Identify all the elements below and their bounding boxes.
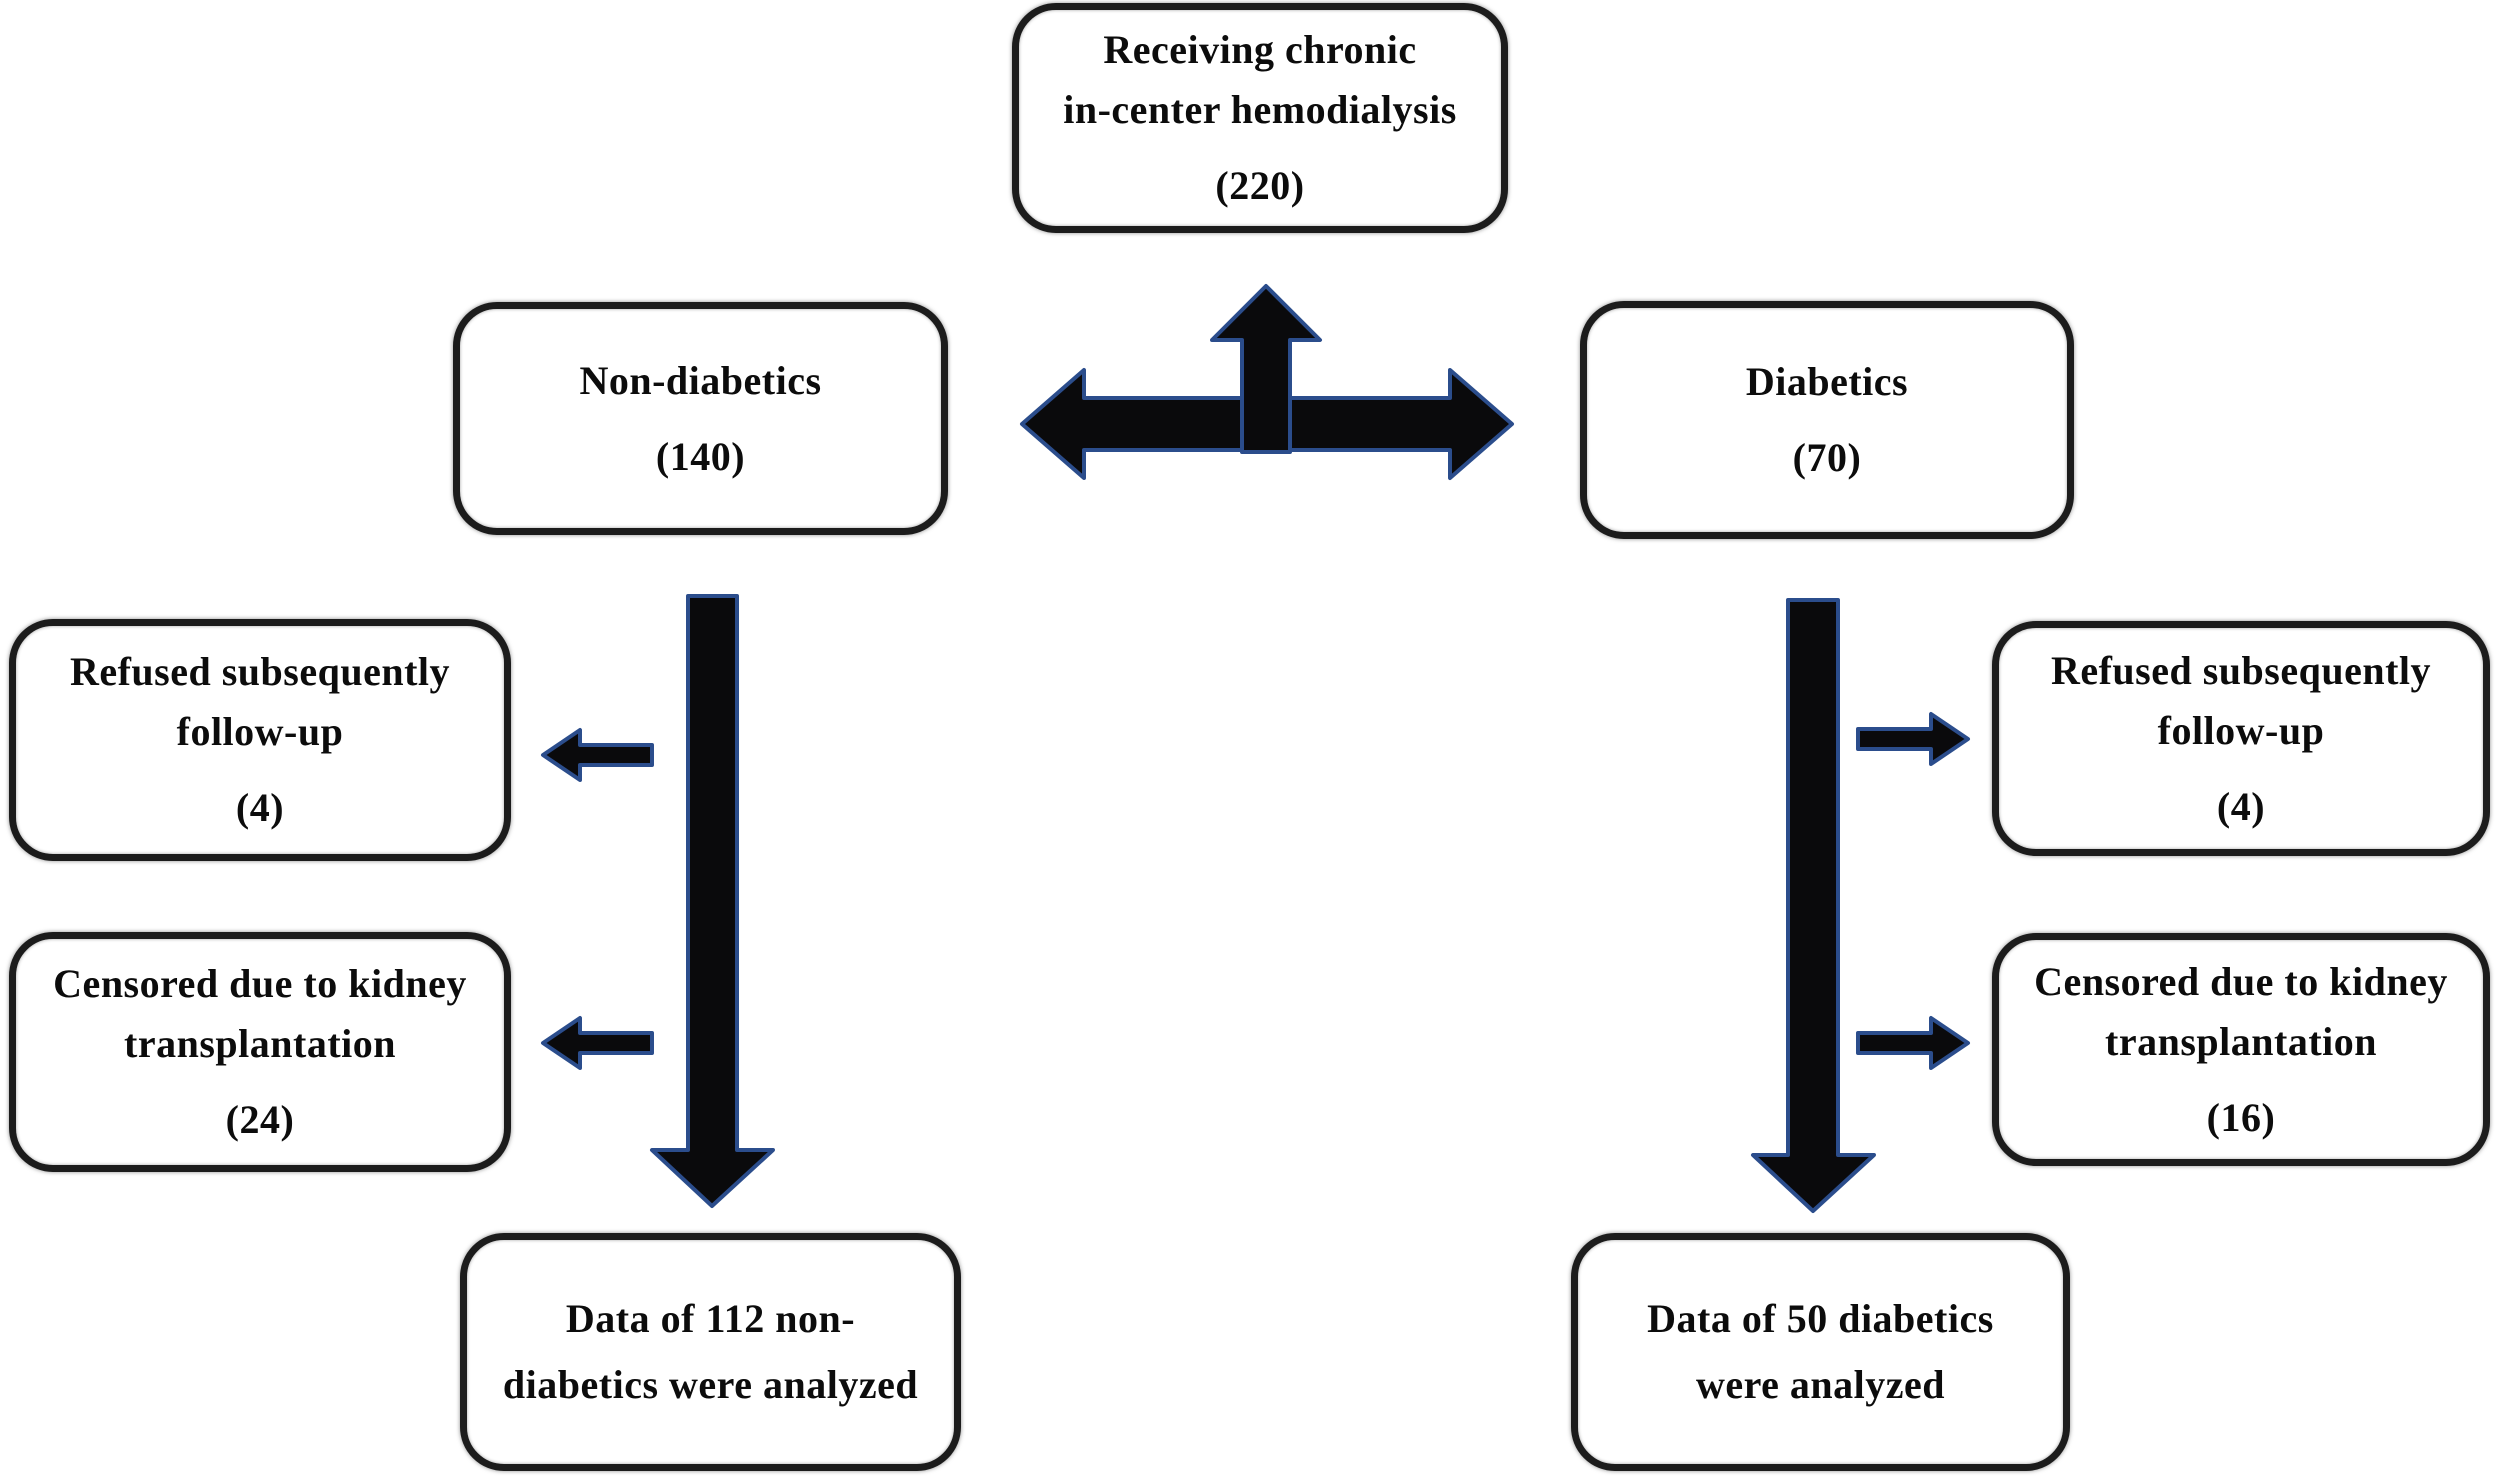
- box-text-line: Refused subsequently: [69, 649, 451, 694]
- box-text-line: Data of 112 non-: [565, 1296, 856, 1341]
- box-text-line: follow-up: [2157, 707, 2325, 753]
- box-text-line: follow-up: [176, 709, 344, 754]
- box-count: (24): [225, 1097, 295, 1142]
- box-text-line: transplantation: [124, 1021, 396, 1066]
- box-right-censored-transplant: Censored due to kidney transplantation (…: [1992, 933, 2490, 1166]
- left-thick-down-arrow-icon: [650, 594, 775, 1208]
- box-left-refused-followup: Refused subsequently follow-up (4): [9, 619, 511, 861]
- right-thick-down-arrow-icon: [1751, 598, 1876, 1213]
- box-right-refused-followup: Refused subsequently follow-up (4): [1992, 621, 2490, 856]
- box-text-line: transplantation: [2105, 1018, 2377, 1064]
- box-receiving-hemodialysis: Receiving chronic in-center hemodialysis…: [1012, 3, 1508, 233]
- box-left-censored-transplant: Censored due to kidney transplantation (…: [9, 932, 511, 1172]
- box-count: (4): [2216, 783, 2266, 829]
- left-exclusion-arrow-2-icon: [541, 1016, 654, 1070]
- left-exclusion-arrow-1-icon: [541, 728, 654, 782]
- box-right-analyzed-result: Data of 50 diabetics were analyzed: [1571, 1233, 2070, 1471]
- box-count: (140): [655, 433, 746, 479]
- box-text-line: Censored due to kidney: [53, 961, 467, 1006]
- box-diabetics: Diabetics (70): [1580, 301, 2074, 539]
- box-text-line: diabetics were analyzed: [502, 1362, 919, 1407]
- box-text-line: Diabetics: [1745, 359, 1909, 404]
- box-text-line: in-center hemodialysis: [1063, 87, 1457, 132]
- right-exclusion-arrow-1-icon: [1856, 712, 1970, 766]
- box-left-analyzed-result: Data of 112 non- diabetics were analyzed: [460, 1233, 961, 1471]
- up-arrow-icon: [1210, 284, 1322, 454]
- box-text-line: Receiving chronic: [1103, 27, 1417, 72]
- box-count: (220): [1215, 163, 1305, 208]
- box-text-line: Censored due to kidney: [2034, 958, 2448, 1004]
- box-non-diabetics: Non-diabetics (140): [453, 302, 948, 535]
- box-count: (4): [235, 785, 285, 830]
- box-count: (16): [2206, 1094, 2276, 1140]
- box-text-line: were analyzed: [1695, 1362, 1946, 1407]
- right-exclusion-arrow-2-icon: [1856, 1016, 1970, 1070]
- box-text-line: Refused subsequently: [2050, 647, 2432, 693]
- box-count: (70): [1792, 435, 1862, 480]
- box-text-line: Non-diabetics: [579, 357, 822, 403]
- box-text-line: Data of 50 diabetics: [1647, 1296, 1994, 1341]
